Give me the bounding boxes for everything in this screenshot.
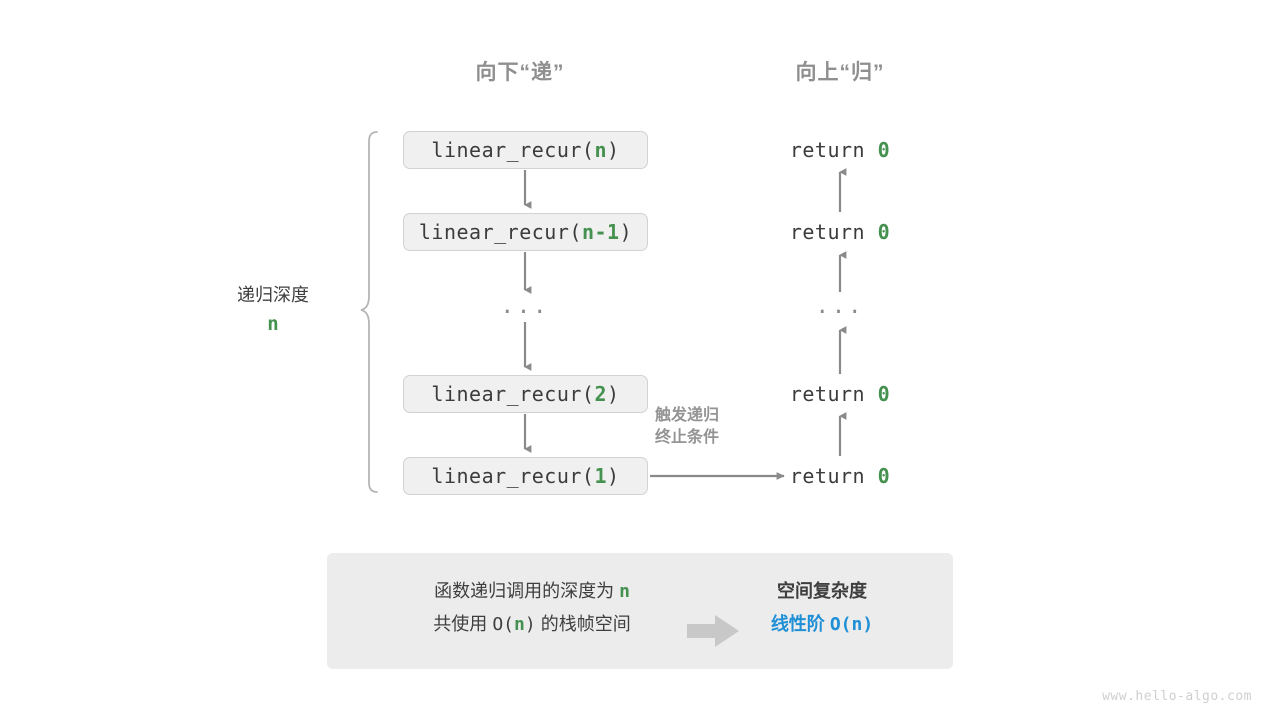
return-keyword: return [789, 382, 866, 406]
call-box-arg: n-1 [581, 220, 620, 244]
return-keyword: return [789, 138, 866, 162]
summary-line-1: 函数递归调用的深度为 n [367, 575, 697, 608]
summary-line2-suffix: 的栈帧空间 [535, 614, 631, 635]
summary-line2-var: n [514, 614, 525, 636]
recursion-depth-variable: n [267, 312, 279, 335]
return-value: 0 [877, 220, 891, 244]
trigger-note-line2: 终止条件 [655, 428, 720, 446]
call-box-arg: 2 [594, 382, 608, 406]
return-label: return 0 [790, 220, 890, 244]
return-value: 0 [877, 138, 891, 162]
call-box-close: ) [607, 464, 620, 488]
return-keyword: return [789, 464, 866, 488]
summary-complexity-order: 线性阶 [770, 614, 830, 635]
summary-line1-var: n [619, 581, 630, 602]
call-box: linear_recur(n) [403, 131, 648, 169]
summary-line-2: 共使用 O(n) 的栈帧空间 [367, 608, 697, 641]
return-keyword: return [789, 220, 866, 244]
summary-line2-o: O( [492, 614, 514, 636]
summary-line1-text: 函数递归调用的深度为 [434, 581, 620, 601]
call-box: linear_recur(2) [403, 375, 648, 413]
summary-arrow-icon [687, 615, 739, 647]
call-box-name: linear_recur( [431, 382, 595, 406]
call-box-close: ) [607, 138, 620, 162]
summary-complexity-notation: O(n) [829, 614, 874, 636]
call-box-name: linear_recur( [431, 464, 595, 488]
return-label: return 0 [790, 138, 890, 162]
summary-panel: 函数递归调用的深度为 n 共使用 O(n) 的栈帧空间 空间复杂度 线性阶 O(… [327, 553, 953, 669]
call-box-arg: 1 [594, 464, 608, 488]
call-box-name: linear_recur( [418, 220, 582, 244]
summary-complexity-title: 空间复杂度 [777, 581, 867, 601]
watermark: www.hello-algo.com [1102, 689, 1252, 704]
trigger-termination-note: 触发递归 终止条件 [655, 405, 719, 448]
call-box-name: linear_recur( [431, 138, 595, 162]
summary-right-text: 空间复杂度 线性阶 O(n) [727, 575, 917, 642]
depth-brace [360, 131, 378, 493]
recursion-depth-label: 递归深度 n [237, 282, 309, 339]
return-label: return 0 [790, 464, 890, 488]
summary-left-text: 函数递归调用的深度为 n 共使用 O(n) 的栈帧空间 [367, 575, 697, 642]
ellipsis-recurse: ··· [500, 300, 550, 325]
return-value: 0 [877, 382, 891, 406]
call-box: linear_recur(1) [403, 457, 648, 495]
summary-line2-close: ) [524, 614, 536, 636]
recursion-depth-text: 递归深度 [237, 285, 309, 305]
column-header-return: 向上“归” [795, 61, 885, 84]
trigger-note-line1: 触发递归 [655, 407, 720, 424]
summary-complexity-value: 线性阶 O(n) [727, 608, 917, 641]
ellipsis-return: ··· [815, 300, 865, 325]
column-header-recurse: 向下“递” [475, 61, 565, 84]
return-value: 0 [877, 464, 891, 488]
summary-line2-prefix: 共使用 [433, 614, 493, 635]
call-box-close: ) [607, 382, 620, 406]
call-box: linear_recur(n-1) [403, 213, 648, 251]
call-box-close: ) [619, 220, 633, 244]
call-box-arg: n [594, 138, 608, 162]
return-label: return 0 [790, 382, 890, 406]
